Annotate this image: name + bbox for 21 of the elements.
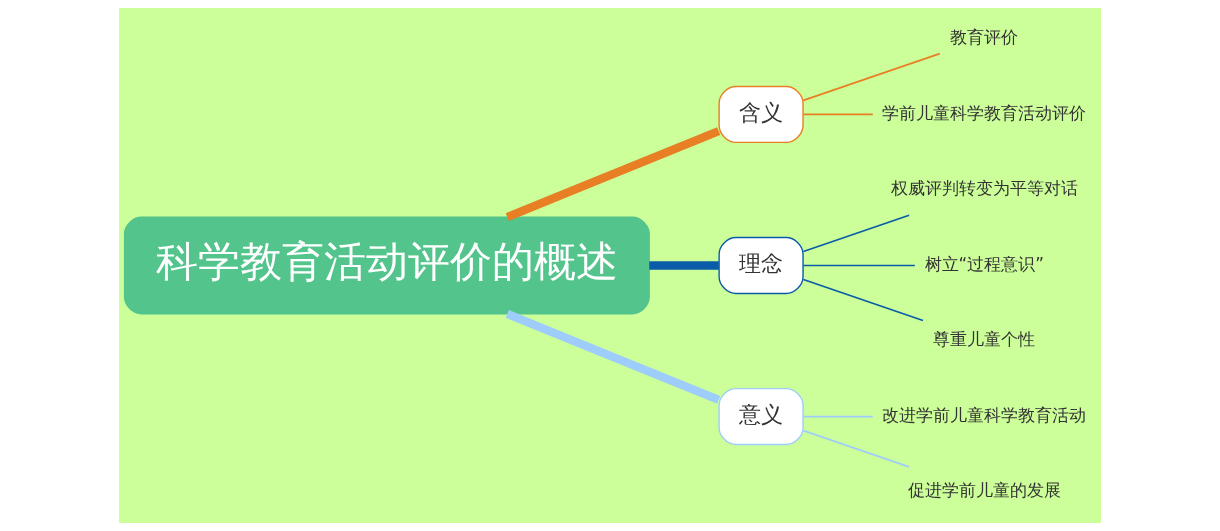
- node-text: 学前儿童科学教育活动评价: [882, 102, 1087, 123]
- node-box: 理念: [718, 236, 804, 295]
- connector: [802, 52, 941, 102]
- node-text: 权威评判转变为平等对话: [890, 178, 1078, 199]
- node-text: 教育评价: [950, 27, 1019, 48]
- node-box: 含义: [718, 85, 804, 144]
- connector: [802, 278, 924, 322]
- connector: [649, 261, 719, 270]
- connector: [802, 264, 916, 267]
- connector: [802, 113, 874, 116]
- connector: [802, 415, 874, 418]
- connector: [802, 214, 910, 253]
- node-box: 意义: [718, 387, 804, 446]
- connector: [505, 310, 721, 404]
- node-text: 尊重儿童个性: [933, 329, 1036, 350]
- connector: [802, 429, 910, 468]
- node-box: 科学教育活动评价的概述: [123, 216, 650, 315]
- node-text: 树立“过程意识”: [924, 253, 1044, 274]
- node-text: 改进学前儿童科学教育活动: [882, 404, 1087, 425]
- connector: [505, 127, 721, 221]
- node-text: 促进学前儿童的发展: [907, 480, 1061, 501]
